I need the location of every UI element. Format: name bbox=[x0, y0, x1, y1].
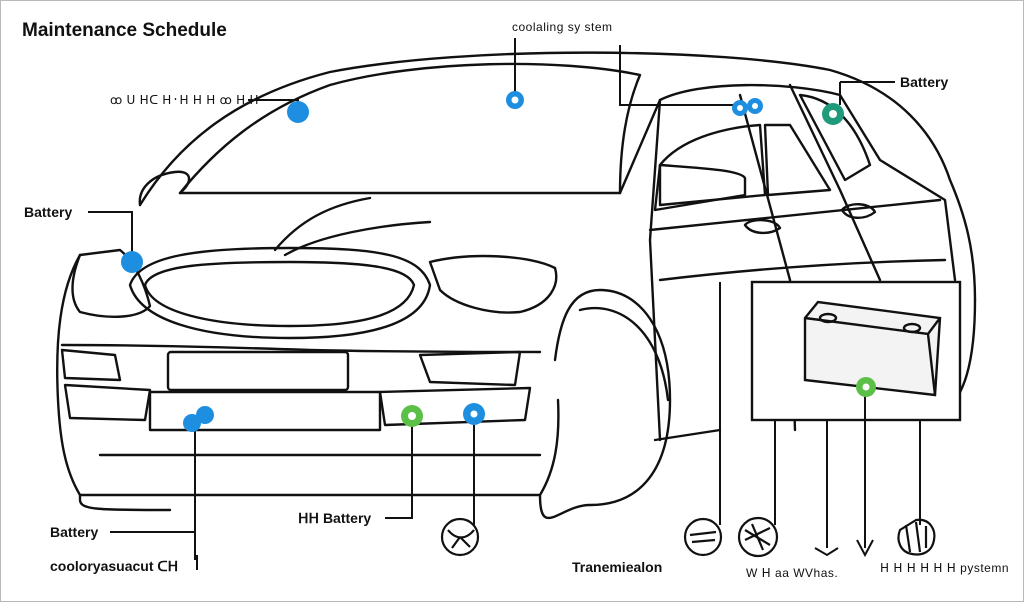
side-panel bbox=[618, 83, 957, 282]
label-bottom-right-mid: W ᕼ aa WVhas. bbox=[746, 566, 839, 580]
car-roof-line bbox=[138, 51, 977, 302]
headlight-right bbox=[428, 254, 558, 314]
label-transmission: Tranemiealon bbox=[572, 559, 663, 575]
markers bbox=[121, 91, 876, 432]
front-grille bbox=[128, 246, 432, 340]
page-title: Maintenance Schedule bbox=[22, 20, 227, 41]
gear-icon bbox=[683, 517, 723, 557]
marker-battery-left bbox=[121, 251, 143, 273]
marker-windshield bbox=[287, 101, 309, 123]
label-battery-top-right: Battery bbox=[900, 74, 949, 90]
front-bumper bbox=[56, 253, 560, 497]
label-cooling-system-top: coolaling sy stem bbox=[512, 20, 613, 34]
label-battery-left: Battery bbox=[24, 204, 73, 220]
label-bottom-right: ᕼ ᕼ ᕼ ᕼ ᕼ ᕼ pystemn bbox=[880, 561, 1009, 575]
door-handle-front bbox=[743, 218, 782, 235]
front-wheel bbox=[538, 288, 672, 520]
label-battery-bottom-left: Battery bbox=[50, 524, 99, 540]
label-top-left: ꝏ ᑌ ᕼᑕ ᕼ᛫ᕼ ᕼ ᕼ ꝏ ᕼ ᕼ bbox=[110, 93, 260, 107]
marker-bumper-left bbox=[183, 414, 201, 432]
mirror-left bbox=[138, 170, 191, 207]
windshield-outline bbox=[178, 62, 642, 195]
label-battery-bottom-center: ᕼᕼ Battery bbox=[298, 510, 372, 526]
steering-icon bbox=[440, 517, 480, 557]
door-handle-rear bbox=[840, 203, 877, 219]
filter-icon bbox=[897, 518, 936, 556]
battery-inset bbox=[750, 280, 962, 422]
front-door bbox=[648, 98, 662, 442]
tire-icon bbox=[737, 516, 779, 558]
license-plate-area bbox=[166, 350, 350, 392]
label-cooling-bottom-left: cooloryasuacut ᑕᕼ bbox=[50, 558, 179, 574]
